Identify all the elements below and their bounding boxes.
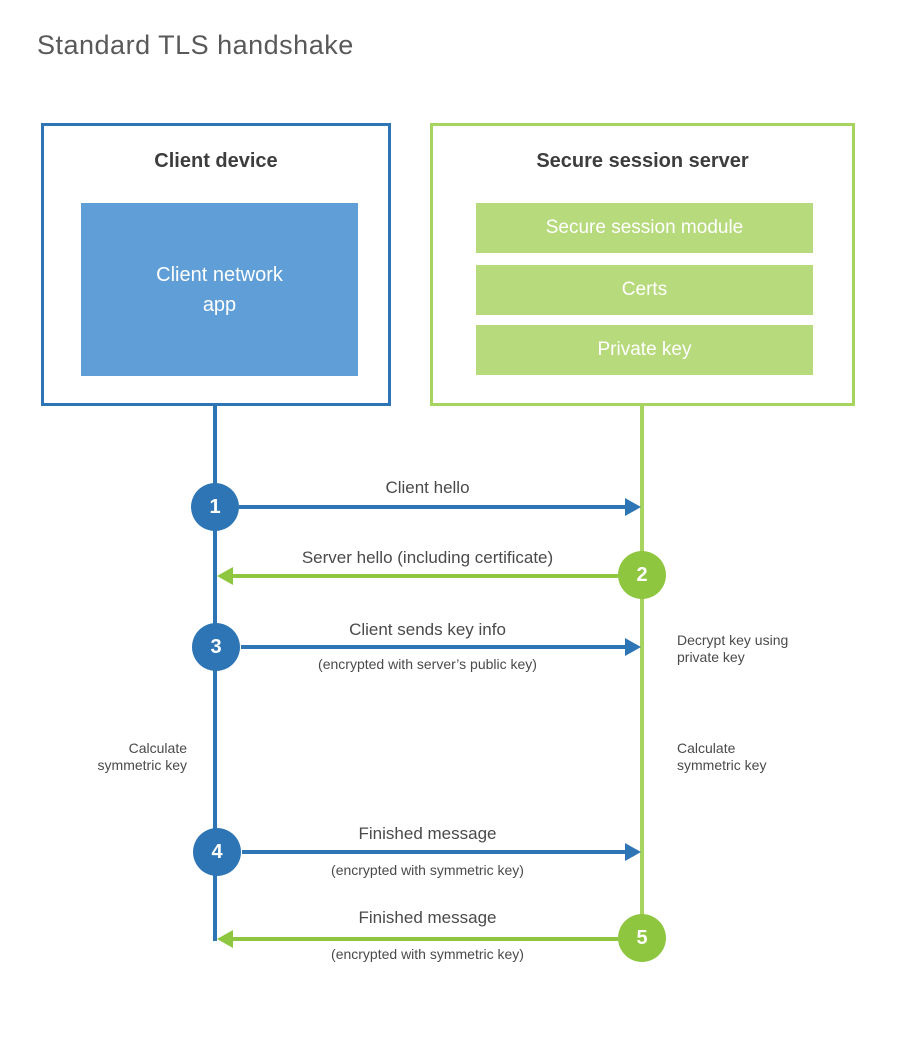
server-module-secure-session: Secure session module — [476, 203, 813, 253]
server-module-private-key: Private key — [476, 325, 813, 375]
step-4-arrow — [242, 850, 625, 854]
server-box: Secure session server Secure session mod… — [430, 123, 855, 406]
step-3-label: Client sends key info — [349, 620, 506, 639]
step-1-badge: 1 — [191, 483, 239, 531]
step-4-sublabel: (encrypted with symmetric key) — [331, 862, 524, 878]
server-title: Secure session server — [536, 150, 749, 172]
server-lifeline — [640, 406, 644, 941]
step-5-arrowhead-icon — [217, 930, 233, 948]
step-3-arrow — [241, 645, 625, 649]
client-device-box: Client device Client network app — [41, 123, 391, 406]
step-3-sublabel: (encrypted with server’s public key) — [318, 656, 537, 672]
client-network-app-box: Client network app — [81, 203, 358, 376]
step-4-badge: 4 — [193, 828, 241, 876]
step-1-label: Client hello — [385, 478, 470, 497]
note-decrypt-key: Decrypt key using private key — [677, 632, 789, 665]
step-3-arrowhead-icon — [625, 638, 641, 656]
step-1-arrow — [239, 505, 625, 509]
note-calculate-symmetric-left: Calculate symmetric key — [97, 740, 187, 773]
step-1-arrowhead-icon — [625, 498, 641, 516]
step-2-arrow — [233, 574, 618, 578]
step-5-label: Finished message — [358, 908, 497, 927]
step-2-badge: 2 — [618, 551, 666, 599]
step-5-badge: 5 — [618, 914, 666, 962]
step-4-arrowhead-icon — [625, 843, 641, 861]
server-module-certs: Certs — [476, 265, 813, 315]
step-5-arrow — [233, 937, 618, 941]
step-5-sublabel: (encrypted with symmetric key) — [331, 946, 524, 962]
step-3-badge: 3 — [192, 623, 240, 671]
page-title: Standard TLS handshake — [37, 30, 354, 60]
client-lifeline — [213, 406, 217, 941]
step-2-label: Server hello (including certificate) — [301, 548, 554, 567]
client-device-title: Client device — [154, 150, 278, 172]
step-4-label: Finished message — [358, 824, 497, 843]
note-calculate-symmetric-right: Calculate symmetric key — [677, 740, 767, 773]
step-2-arrowhead-icon — [217, 567, 233, 585]
